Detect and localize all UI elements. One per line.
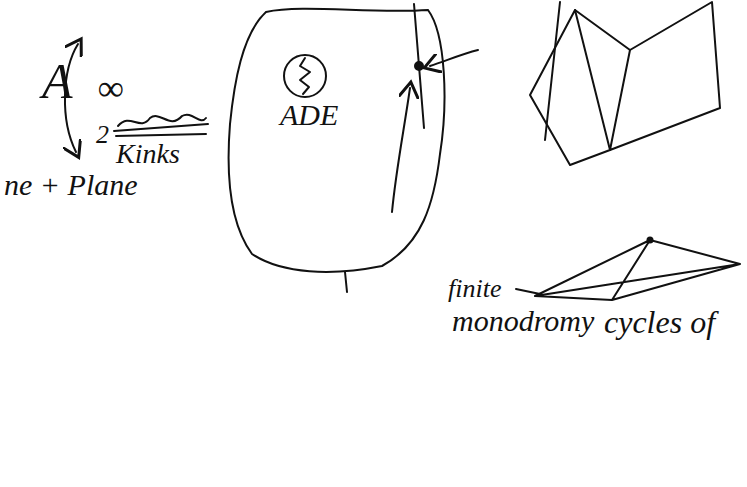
strike-line: [114, 124, 208, 131]
leader-line: [516, 289, 540, 294]
letter-label: A: [42, 56, 73, 106]
number-label: 2: [96, 122, 109, 148]
circle-symbol: [284, 55, 326, 97]
wedge-shape: [610, 2, 720, 150]
region-label: ADE: [280, 100, 338, 130]
strike-line: [116, 134, 206, 136]
word-label: finite: [448, 276, 501, 302]
word-label: Kinks: [116, 140, 180, 168]
vertex: [648, 238, 653, 243]
line: [414, 4, 424, 128]
word-label: monodromy: [452, 306, 594, 336]
up-arrow: [392, 88, 410, 212]
edge: [575, 10, 630, 50]
tick: [345, 272, 347, 292]
edge: [545, 2, 560, 140]
dot: [415, 62, 423, 70]
pointer-arrow: [430, 50, 478, 66]
infinity-label: ∞: [98, 70, 124, 106]
squiggle: [300, 58, 310, 94]
wedge-shape: [530, 10, 610, 165]
tetrahedron: [535, 240, 740, 300]
blob-region: ADE: [222, 4, 448, 276]
word-label: cycles of: [604, 306, 715, 338]
word-label: ne + Plane: [4, 170, 138, 200]
blob-outline: [222, 4, 448, 276]
